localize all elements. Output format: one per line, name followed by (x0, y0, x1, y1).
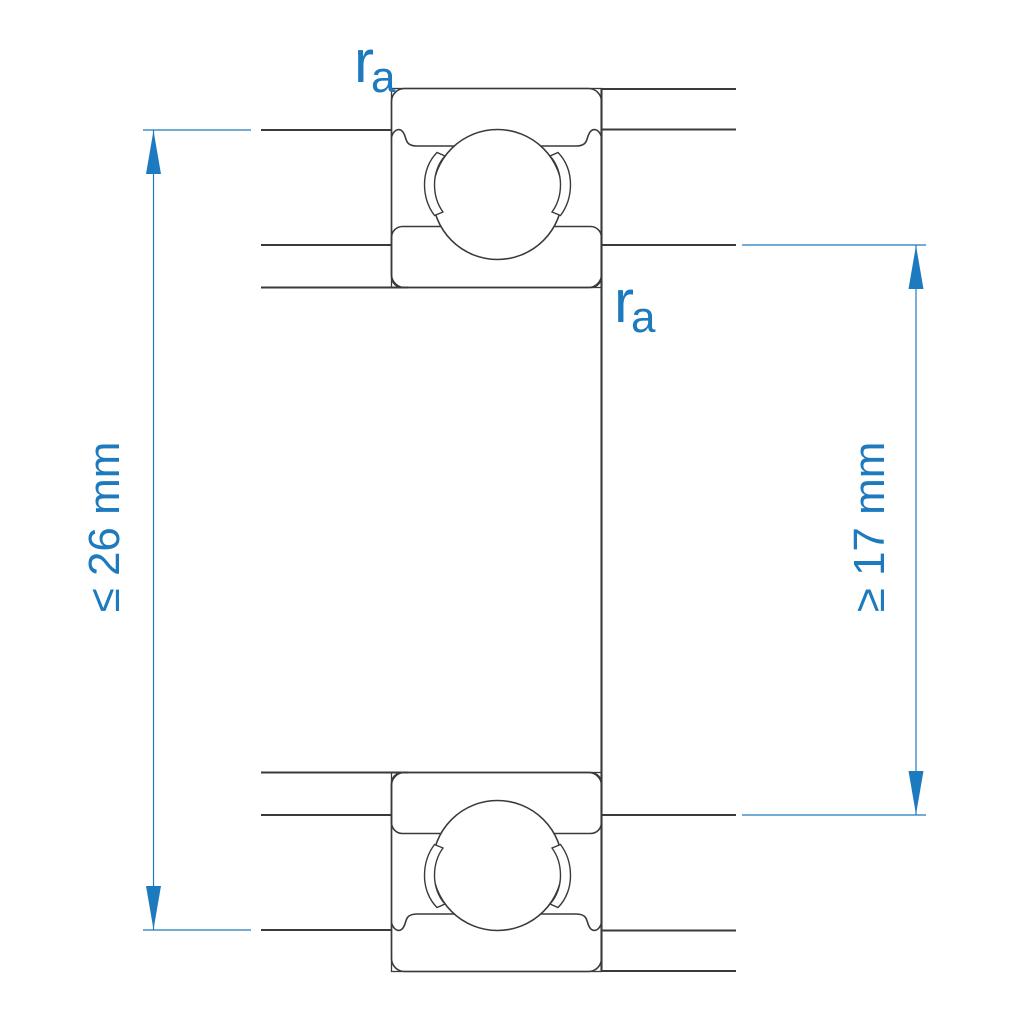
arrow-down-icon (908, 771, 924, 815)
arrow-down-icon (146, 886, 161, 930)
bearing-ball (431, 128, 564, 261)
fillet-radius-label-top: r a (354, 28, 396, 102)
bearing-cage-left (423, 151, 447, 217)
outer-dimension (143, 129, 251, 931)
arrow-up-icon (908, 245, 924, 289)
fillet-radius-label-bottom: r a (614, 268, 656, 342)
inner-dimension-arrows (908, 245, 924, 815)
bearing-cross-section-top (261, 87, 736, 289)
outer-dimension-label: ≤ 26 mm (80, 442, 129, 613)
inner-dimension (742, 244, 926, 816)
drawing-lines (259, 87, 738, 973)
dimension-annotations: ≤ 26 mm ≥ 17 mm r a r a (80, 28, 926, 931)
arrow-up-icon (146, 130, 161, 174)
bearing-cross-section-bottom (259, 771, 738, 973)
inner-dimension-label: ≥ 17 mm (845, 442, 894, 613)
housing-shaft-lines (261, 87, 736, 289)
bearing-cage-right (548, 151, 572, 217)
outer-dimension-arrows (146, 130, 161, 930)
